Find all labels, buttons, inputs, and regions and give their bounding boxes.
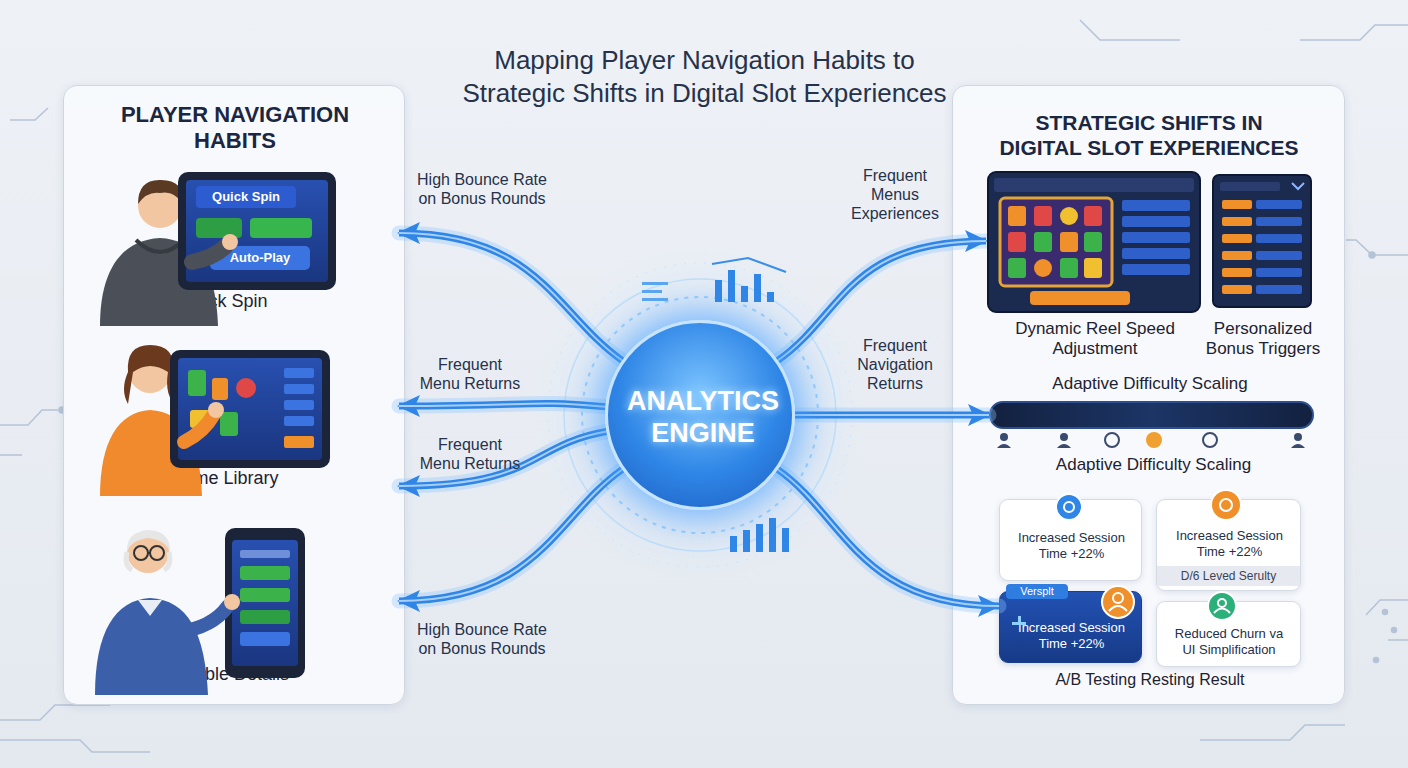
edge-label: High Bounce Rate on Bonus Rounds	[412, 620, 552, 658]
chart-bars	[642, 290, 662, 293]
chart-bars	[782, 528, 789, 552]
chart-bars	[642, 282, 668, 285]
flow-arrow	[399, 470, 622, 602]
circuit-lines	[1392, 628, 1397, 633]
chart-bars	[769, 518, 776, 552]
engine-halo	[548, 263, 852, 567]
arrow-line	[399, 403, 605, 406]
chart-bars	[715, 280, 722, 302]
section-label: Adaptive Difficulty Scaling	[985, 374, 1315, 394]
chart-bars	[712, 258, 786, 272]
card-text: Increased Session Time +22%	[1009, 530, 1134, 561]
persona-card: Paytable Details	[74, 506, 399, 696]
edge-label: Frequent Menu Returns	[418, 355, 522, 393]
difficulty-bar: Adaptive Difficulty Scaling	[989, 401, 1314, 429]
card-text: Increased Session Time +22%	[1009, 620, 1134, 651]
arrow-highlight	[399, 233, 622, 361]
circuit-lines	[1388, 639, 1408, 641]
engine-label: ANALYTICS ENGINE	[618, 385, 788, 450]
flow-arrow	[399, 432, 606, 487]
circuit-lines	[0, 410, 58, 425]
panel-heading: STRATEGIC SHIFTS IN DIGITAL SLOT EXPERIE…	[994, 110, 1304, 160]
circuit-lines	[1366, 600, 1408, 615]
chart-bars	[754, 274, 761, 302]
section-label: A/B Testing Resting Result	[985, 670, 1315, 689]
arrow-highlight	[399, 432, 606, 487]
screen-button-text: Quick Spin	[196, 189, 296, 205]
feature-label: Adaptive Difficulty Scaling	[991, 455, 1316, 475]
persona-card: Quick Spin	[74, 161, 399, 329]
arrow-glow	[399, 470, 622, 602]
circuit-lines	[1200, 725, 1345, 740]
persona-label: Quick Spin	[134, 291, 314, 313]
result-card: VerspltIncreased Session Time +22%	[999, 591, 1142, 663]
chart-bars	[767, 292, 774, 302]
circuit-lines	[1374, 658, 1379, 663]
feature-screen: Personalized Bonus Triggers	[1208, 169, 1318, 364]
arrow-highlight	[399, 470, 622, 602]
circuit-lines	[1080, 20, 1180, 40]
circuit-lines	[1300, 25, 1408, 40]
persona-label: Game Library	[134, 468, 314, 490]
feature-label: Personalized Bonus Triggers	[1203, 319, 1323, 360]
result-card: Increased Session Time +22% D/6 Leved Ser…	[1156, 499, 1301, 591]
diagram-title: Mapping Player Navigation Habits to Stra…	[452, 44, 957, 109]
edge-label: Frequent Navigation Returns	[845, 336, 945, 394]
circuit-lines	[10, 108, 48, 120]
habits-panel: PLAYER NAVIGATION HABITS Quick SpinGame L…	[63, 85, 405, 705]
flow-arrow	[399, 233, 622, 361]
edge-label: Frequent Menus Experiences	[845, 166, 945, 224]
arrow-highlight	[399, 403, 605, 406]
edge-label: Frequent Menu Returns	[418, 435, 522, 473]
circuit-lines	[1383, 610, 1388, 615]
circuit-lines	[0, 705, 110, 720]
card-text: Increased Session Time +22%	[1167, 528, 1292, 559]
arrow-glow	[399, 432, 606, 487]
card-tag: Versplt	[1006, 584, 1068, 599]
arrow-line	[399, 233, 622, 361]
chart-bars	[642, 298, 668, 301]
engine-circle: ANALYTICS ENGINE	[605, 320, 795, 510]
flow-arrow	[399, 403, 605, 406]
arrow-glow	[399, 403, 605, 406]
persona-label: Paytable Details	[134, 664, 314, 686]
panel-heading: PLAYER NAVIGATION HABITS	[119, 102, 351, 155]
circuit-lines	[0, 20, 1408, 752]
arrow-line	[399, 432, 606, 487]
chart-bars	[756, 524, 763, 552]
result-card: Increased Session Time +22%	[999, 499, 1142, 581]
circuit-lines	[0, 454, 22, 456]
result-card: Reduced Churn va UI Simplification	[1156, 601, 1301, 667]
engine-halo	[564, 279, 836, 551]
edge-label: High Bounce Rate on Bonus Rounds	[412, 170, 552, 208]
strategy-panel: STRATEGIC SHIFTS IN DIGITAL SLOT EXPERIE…	[952, 85, 1345, 705]
chart-bars	[730, 536, 737, 552]
arrow-glow	[399, 233, 622, 361]
feature-screen: Dynamic Reel Speed Adjustment	[986, 169, 1204, 364]
circuit-lines	[1346, 240, 1408, 255]
chart-bars	[728, 270, 735, 302]
card-text: Reduced Churn va UI Simplification	[1168, 626, 1290, 657]
engine-halo	[530, 245, 870, 585]
circuit-lines	[0, 740, 150, 752]
chart-bars	[743, 530, 750, 552]
screen-button-text: Auto-Play	[210, 250, 310, 266]
arrow-line	[399, 470, 622, 602]
feature-label: Dynamic Reel Speed Adjustment	[1010, 319, 1180, 360]
persona-card: Game Library	[74, 336, 399, 501]
card-band: D/6 Leved Serulty	[1157, 566, 1300, 586]
chart-bars	[741, 286, 748, 302]
engine-halo	[582, 297, 818, 533]
engine-halo	[530, 245, 870, 585]
circuit-lines	[1369, 252, 1375, 258]
